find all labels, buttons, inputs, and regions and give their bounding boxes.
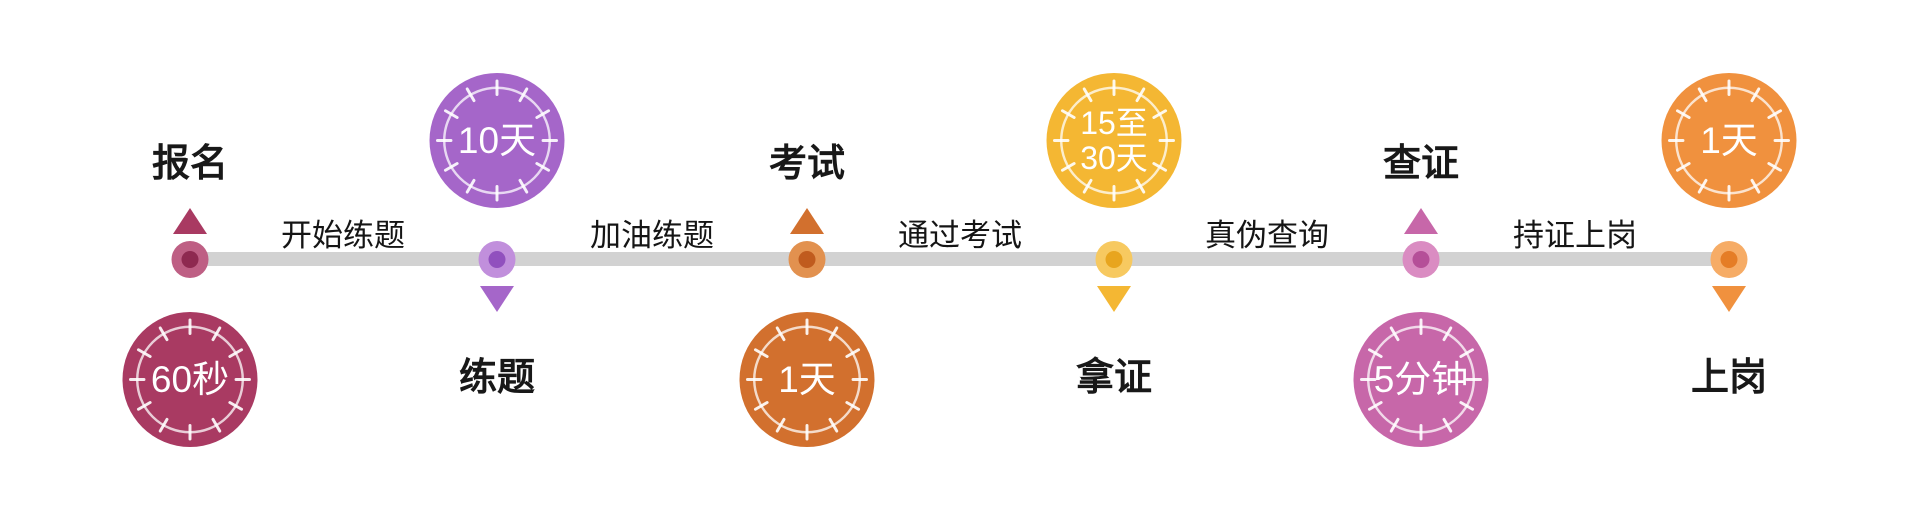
timeline-dot	[171, 241, 209, 278]
step-label: 考试	[768, 143, 846, 185]
timeline-dot-core	[181, 251, 199, 268]
segment-label-authenticity: 真伪查询	[1205, 218, 1329, 253]
duration-badge: 10天	[429, 73, 565, 208]
duration-text: 60秒	[150, 358, 230, 400]
timeline-dot-core	[1105, 251, 1123, 268]
timeline-dot-core	[1412, 251, 1430, 268]
step-label: 报名	[151, 143, 229, 185]
arrow-up-icon	[173, 208, 207, 234]
arrow-down-icon	[1097, 286, 1131, 312]
step-label: 拿证	[1075, 357, 1153, 399]
duration-text: 5分钟	[1373, 358, 1469, 400]
timeline-dot-core	[488, 251, 506, 268]
arrow-down-icon	[480, 286, 514, 312]
arrow-up-icon	[1404, 208, 1438, 234]
timeline-bar	[176, 252, 1745, 266]
timeline-dot	[1710, 241, 1748, 278]
timeline-dot	[478, 241, 516, 278]
arrow-down-icon	[1712, 286, 1746, 312]
duration-text: 1天	[1700, 119, 1758, 161]
timeline-dot-core	[1720, 251, 1738, 268]
step-label: 上岗	[1690, 357, 1768, 399]
timeline-dot-core	[798, 251, 816, 268]
duration-text: 10天	[457, 119, 537, 161]
segment-label-start-practice: 开始练题	[281, 218, 405, 253]
segment-label-work-with-cert: 持证上岗	[1513, 218, 1637, 253]
duration-badge: 60秒	[122, 312, 258, 447]
duration-badge: 5分钟	[1353, 312, 1489, 447]
segment-label-pass-exam: 通过考试	[898, 218, 1022, 253]
segment-label-keep-practice: 加油练题	[590, 218, 714, 253]
arrow-up-icon	[790, 208, 824, 234]
duration-badge: 1天	[1661, 73, 1797, 208]
timeline-dot	[788, 241, 826, 278]
duration-text: 1天	[778, 358, 836, 400]
timeline-dot	[1402, 241, 1440, 278]
step-label: 查证	[1382, 143, 1460, 185]
timeline-dot	[1095, 241, 1133, 278]
duration-badge: 1天	[739, 312, 875, 447]
step-label: 练题	[458, 357, 536, 399]
